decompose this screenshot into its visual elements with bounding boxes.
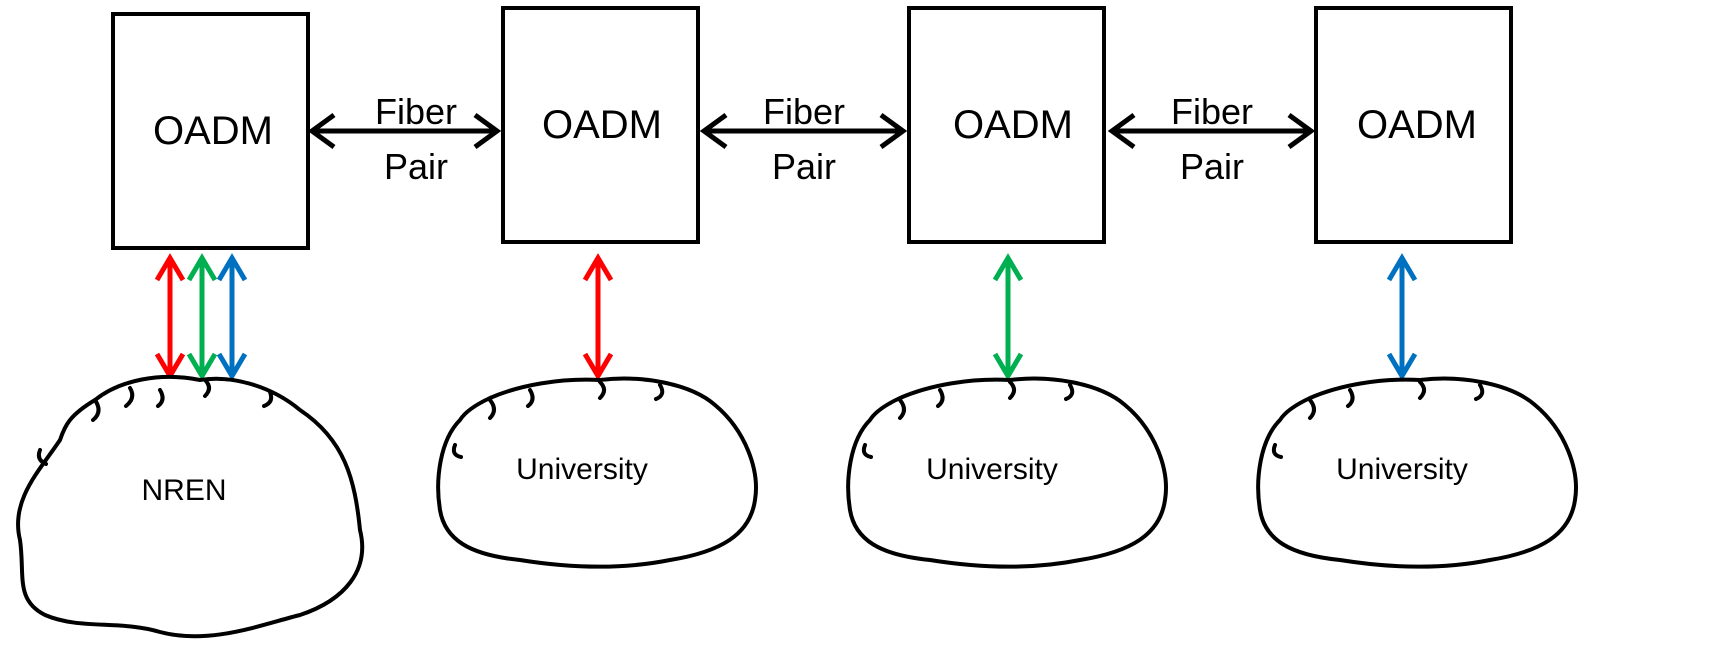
arrowhead-right bbox=[473, 112, 502, 150]
pair-label: Pair bbox=[384, 146, 448, 187]
cloud-university-2: University bbox=[846, 376, 1168, 569]
oadm-box bbox=[1314, 6, 1513, 244]
cloud-shape bbox=[1256, 376, 1578, 569]
fiber-label: Fiber bbox=[1171, 91, 1253, 132]
green-channel-arrow bbox=[186, 253, 218, 381]
cloud-label: University bbox=[516, 453, 648, 486]
oadm-label: OADM bbox=[1357, 103, 1477, 147]
cloud-scallops bbox=[861, 380, 1075, 459]
cloud-label: University bbox=[926, 453, 1058, 486]
fiber-link-1: Fiber Pair bbox=[307, 91, 502, 187]
oadm-label: OADM bbox=[542, 103, 662, 147]
cloud-scallops bbox=[1271, 380, 1485, 459]
arrowhead-right bbox=[1287, 112, 1316, 150]
cloud-scallops bbox=[36, 378, 274, 466]
cloud-university-1: University bbox=[436, 376, 758, 569]
oadm-box bbox=[111, 12, 310, 250]
oadm-box bbox=[501, 6, 700, 244]
cloud-shape bbox=[436, 376, 758, 569]
oadm-node-4: OADM bbox=[1314, 6, 1513, 244]
arrowhead-left bbox=[699, 112, 728, 150]
cloud-nren: NREN bbox=[16, 374, 365, 639]
oadm-node-3: OADM bbox=[907, 6, 1106, 244]
pair-label: Pair bbox=[772, 146, 836, 187]
oadm-label: OADM bbox=[953, 103, 1073, 147]
fiber-link-2: Fiber Pair bbox=[699, 91, 908, 187]
cloud-scallops bbox=[451, 380, 665, 459]
oadm-node-2: OADM bbox=[501, 6, 700, 244]
channel-arrows-nren bbox=[154, 253, 248, 381]
cloud-shape bbox=[16, 374, 365, 639]
fiber-link-3: Fiber Pair bbox=[1107, 91, 1316, 187]
red-channel-arrow bbox=[582, 253, 614, 381]
arrowhead-left bbox=[1107, 112, 1136, 150]
fiber-label: Fiber bbox=[763, 91, 845, 132]
red-channel-arrow bbox=[154, 253, 186, 381]
cloud-shape bbox=[846, 376, 1168, 569]
fiber-label: Fiber bbox=[375, 91, 457, 132]
pair-label: Pair bbox=[1180, 146, 1244, 187]
arrowhead-right bbox=[879, 112, 908, 150]
arrowhead-left bbox=[307, 112, 336, 150]
blue-channel-arrow bbox=[1386, 253, 1418, 381]
oadm-label: OADM bbox=[153, 109, 273, 153]
oadm-box bbox=[907, 6, 1106, 244]
blue-channel-arrow bbox=[216, 253, 248, 381]
cloud-label: University bbox=[1336, 453, 1468, 486]
oadm-node-1: OADM bbox=[111, 12, 310, 250]
green-channel-arrow bbox=[992, 253, 1024, 381]
cloud-university-3: University bbox=[1256, 376, 1578, 569]
cloud-label: NREN bbox=[141, 474, 226, 507]
